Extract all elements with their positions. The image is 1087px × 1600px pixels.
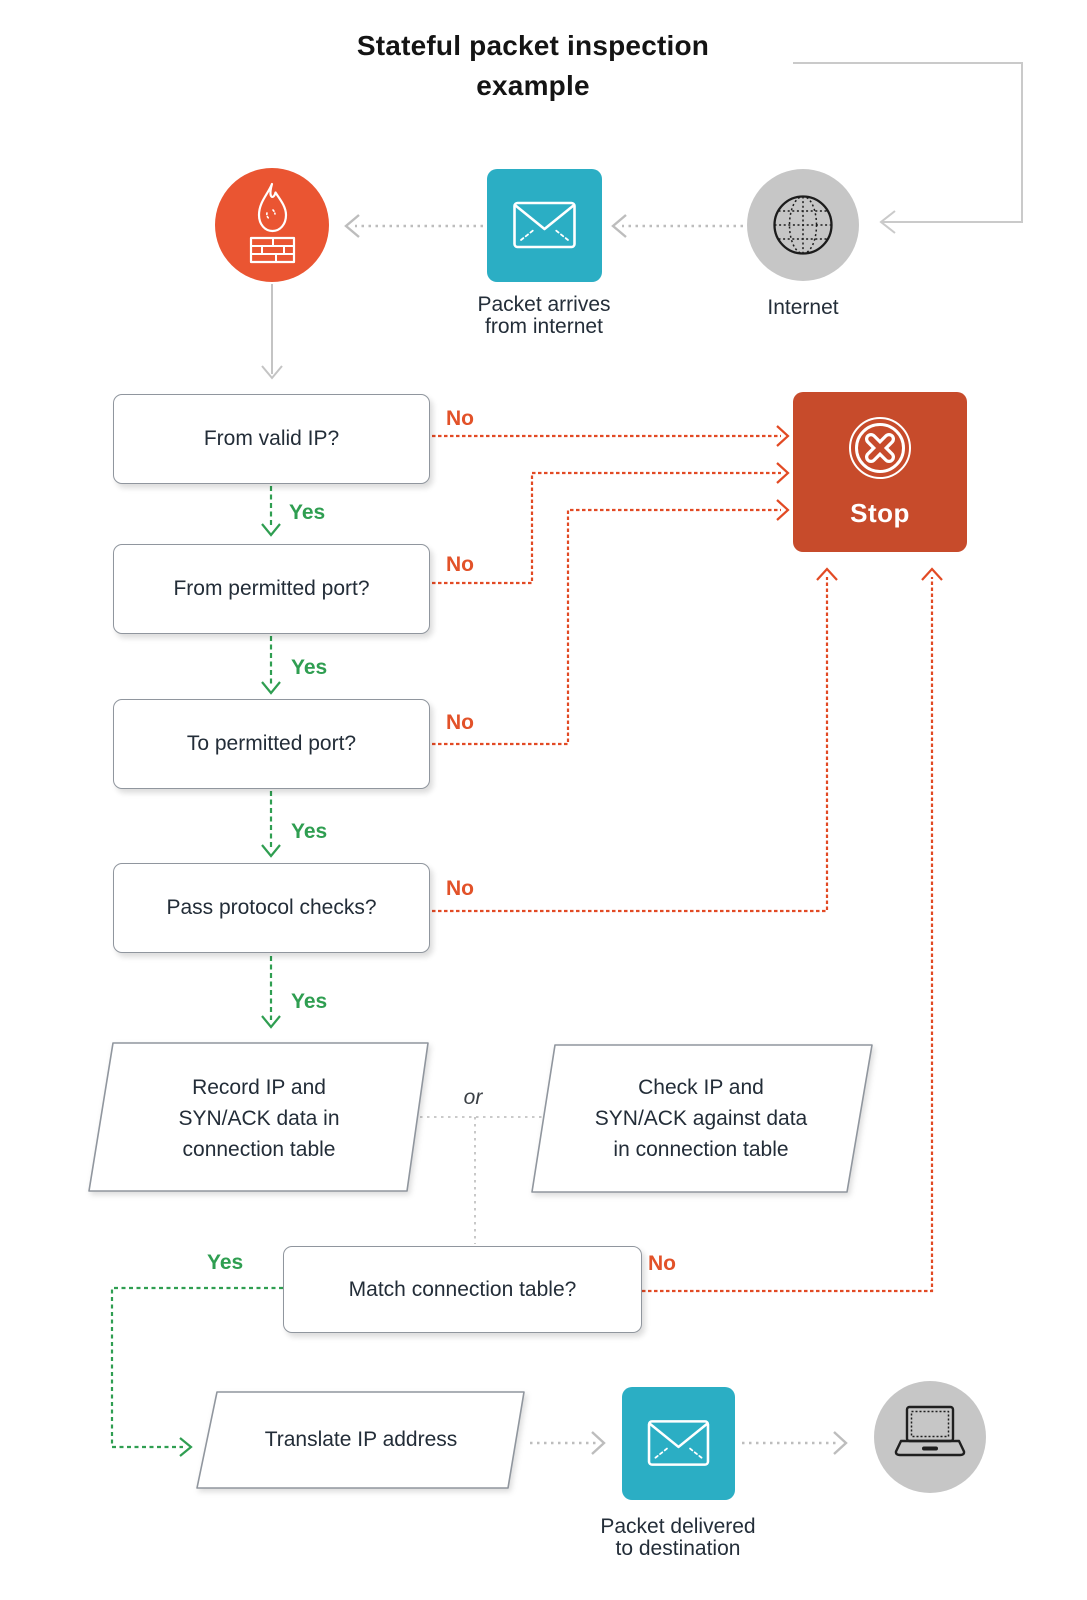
- title-line2: example: [476, 70, 590, 101]
- packet-arrives-label: Packet arrives from internet: [477, 293, 611, 338]
- laptop-icon: [894, 1405, 966, 1457]
- cancel-circle-icon: [849, 417, 911, 479]
- packet-delivered-label: Packet delivered to destination: [600, 1515, 756, 1560]
- decision-to-permitted-port: To permitted port?: [113, 699, 430, 789]
- firewall-icon: [249, 182, 296, 264]
- internet-node: [747, 169, 859, 281]
- decision-label: From valid IP?: [203, 427, 340, 450]
- destination-node: [874, 1381, 986, 1493]
- title-to-internet-connector: [793, 62, 1023, 234]
- yes-label-4: Yes: [291, 990, 328, 1013]
- delivered-to-destination-arrow: [742, 1431, 848, 1455]
- firewall-node: [215, 168, 329, 282]
- title-line1: Stateful packet inspection: [356, 30, 710, 61]
- yes-label-3: Yes: [291, 820, 328, 843]
- decision-from-valid-ip: From valid IP?: [113, 394, 430, 484]
- or-connector: [420, 1116, 545, 1244]
- packet-arrives-node: [487, 169, 602, 282]
- no-label-1: No: [446, 407, 474, 430]
- yes-label-2: Yes: [291, 656, 328, 679]
- translate-label: Translate IP address: [264, 1428, 458, 1451]
- decision-from-permitted-port: From permitted port?: [113, 544, 430, 634]
- no-label-4: No: [446, 877, 474, 900]
- translate-to-delivered-arrow: [530, 1431, 606, 1455]
- no-label-3: No: [446, 711, 474, 734]
- yes-arrows: [110, 486, 283, 1457]
- globe-icon: [773, 195, 833, 255]
- yes-label-match: Yes: [207, 1251, 244, 1274]
- check-label: Check IP and SYN/ACK against data in con…: [594, 1076, 808, 1161]
- stop-node: Stop: [793, 392, 967, 552]
- decision-match-connection-table: Match connection table?: [283, 1246, 642, 1333]
- translate-parallelogram: [196, 1391, 525, 1489]
- page-title: Stateful packet inspection example: [23, 26, 1043, 106]
- envelope-icon: [513, 201, 576, 249]
- no-label-match: No: [648, 1252, 676, 1275]
- decision-pass-protocol-checks: Pass protocol checks?: [113, 863, 430, 953]
- check-parallelogram: [531, 1044, 873, 1193]
- decision-label: Pass protocol checks?: [166, 896, 377, 919]
- yes-label-1: Yes: [289, 501, 326, 524]
- packet-to-firewall-arrow: [344, 214, 483, 238]
- decision-label: Match connection table?: [348, 1277, 577, 1301]
- internet-to-packet-arrow: [611, 214, 743, 238]
- decision-label: From permitted port?: [173, 577, 370, 600]
- no-label-2: No: [446, 553, 474, 576]
- stop-label: Stop: [850, 498, 910, 528]
- record-parallelogram: [88, 1042, 429, 1192]
- internet-label: Internet: [767, 296, 839, 319]
- record-label: Record IP and SYN/ACK data in connection…: [178, 1076, 340, 1161]
- packet-delivered-node: [622, 1387, 735, 1500]
- or-label: or: [463, 1086, 483, 1109]
- firewall-to-decision-arrow: [261, 284, 283, 380]
- decision-label: To permitted port?: [186, 732, 357, 755]
- envelope-icon: [647, 1420, 710, 1466]
- no-arrows: [432, 425, 943, 1293]
